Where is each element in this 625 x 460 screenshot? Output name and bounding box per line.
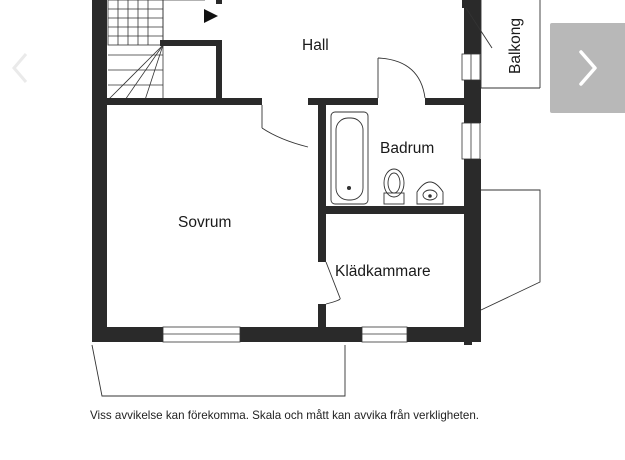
sink <box>416 181 444 205</box>
room-label-hall: Hall <box>302 37 329 54</box>
room-label-kladkammare: Klädkammare <box>335 263 431 280</box>
next-image-button[interactable] <box>550 23 625 113</box>
staircase <box>107 0 205 101</box>
stair-arrow-icon <box>204 9 218 23</box>
doors <box>261 57 426 305</box>
room-label-balkong: Balkong <box>507 18 524 74</box>
room-label-sovrum: Sovrum <box>178 214 231 231</box>
walls <box>92 0 481 345</box>
bathtub <box>330 111 369 205</box>
terrace-right <box>480 189 541 311</box>
chevron-left-icon <box>12 53 28 83</box>
previous-image-button[interactable] <box>0 23 40 113</box>
floorplan-caption: Viss avvikelse kan förekomma. Skala och … <box>90 409 479 422</box>
room-label-badrum: Badrum <box>380 140 434 157</box>
terrace-bottom <box>91 344 346 397</box>
balcony <box>465 0 541 89</box>
toilet <box>383 168 405 205</box>
chevron-right-icon <box>578 50 597 86</box>
windows <box>162 53 481 343</box>
